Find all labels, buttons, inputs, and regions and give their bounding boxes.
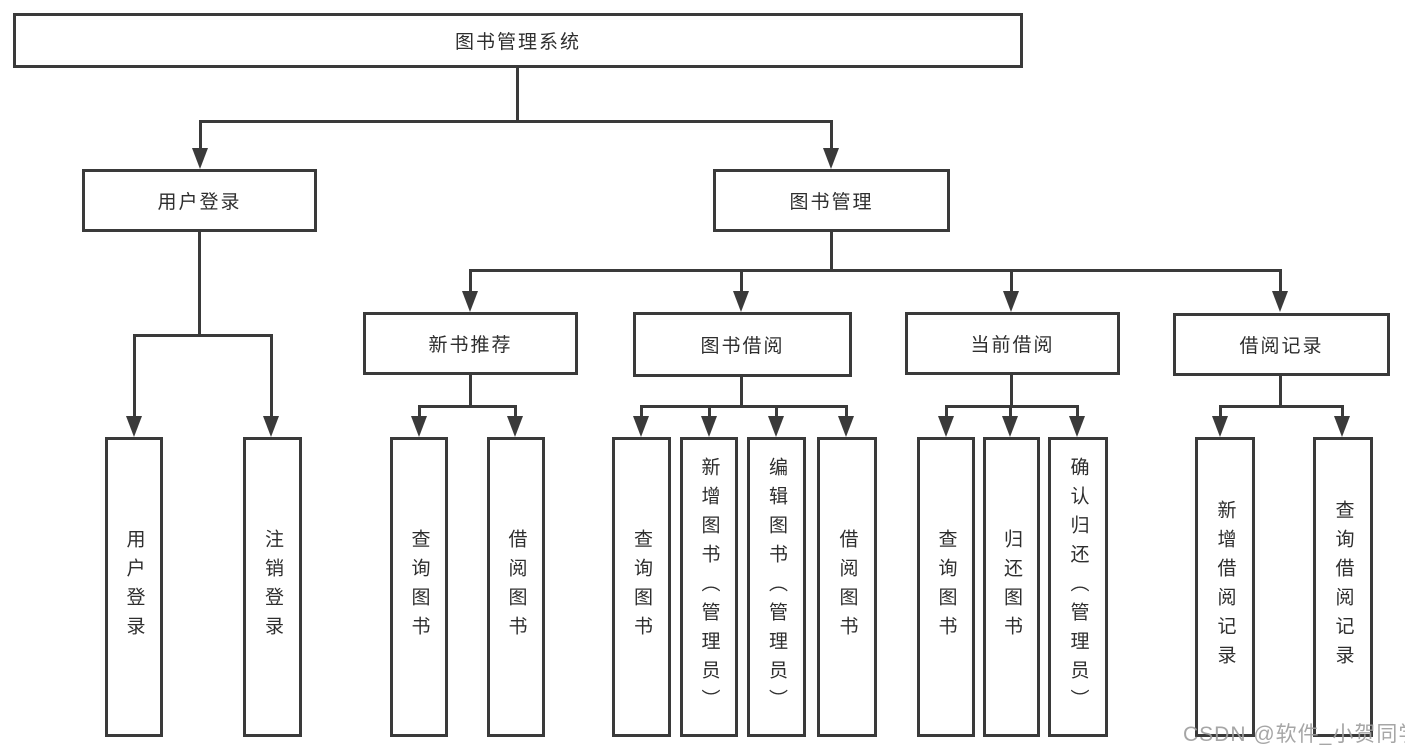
connector-line: [516, 68, 519, 122]
node-label: 图书管理系统: [454, 32, 581, 53]
leaf-query-borrow-record: 查询借阅记录: [1313, 437, 1373, 737]
leaf-label: 查询图书: [631, 529, 652, 645]
leaf-edit-books-admin: 编辑图书（管理员）: [747, 437, 806, 737]
node-label: 用户登录: [157, 192, 242, 213]
arrow-down-icon: [462, 291, 478, 312]
leaf-label: 注销登录: [262, 529, 283, 645]
connector-line: [1010, 375, 1013, 407]
arrow-down-icon: [1212, 416, 1228, 437]
arrow-down-icon: [1003, 291, 1019, 312]
connector-line: [1009, 405, 1012, 419]
connector-line: [270, 334, 273, 418]
leaf-label: 查询图书: [408, 529, 430, 645]
node-borrowing-records: 借阅记录: [1173, 313, 1390, 376]
connector-line: [1076, 405, 1079, 419]
arrow-down-icon: [192, 148, 208, 169]
connector-line: [740, 377, 743, 407]
connector-line: [775, 405, 778, 419]
connector-line: [133, 334, 136, 418]
arrow-down-icon: [1002, 416, 1018, 437]
arrow-down-icon: [507, 416, 523, 437]
node-label: 新书推荐: [428, 335, 513, 356]
connector-line: [945, 405, 948, 419]
leaf-label: 新增借阅记录: [1214, 500, 1236, 674]
connector-line: [1010, 269, 1013, 293]
connector-line: [708, 405, 711, 419]
connector-line: [514, 405, 517, 419]
leaf-label: 编辑图书（管理员）: [766, 456, 787, 718]
connector-line: [830, 120, 833, 151]
connector-line: [845, 405, 848, 419]
connector-line: [1341, 405, 1344, 419]
leaf-label: 归还图书: [1001, 529, 1022, 645]
connector-line: [199, 120, 202, 151]
connector-line: [469, 269, 1282, 272]
node-label: 借阅记录: [1239, 336, 1324, 357]
node-book-borrowing: 图书借阅: [633, 312, 852, 377]
leaf-query-books-3: 查询图书: [917, 437, 975, 737]
connector-line: [830, 232, 833, 272]
node-label: 图书管理: [789, 192, 874, 213]
connector-line: [198, 232, 201, 336]
node-current-borrowing: 当前借阅: [905, 312, 1120, 375]
node-book-management: 图书管理: [713, 169, 950, 232]
leaf-return-books: 归还图书: [983, 437, 1040, 737]
leaf-label: 查询图书: [935, 529, 957, 645]
leaf-borrow-books-2: 借阅图书: [817, 437, 877, 737]
connector-line: [1219, 405, 1222, 419]
arrow-down-icon: [733, 291, 749, 312]
node-library-management-system: 图书管理系统: [13, 13, 1023, 68]
connector-line: [640, 405, 643, 419]
connector-line: [740, 269, 743, 293]
leaf-label: 用户登录: [123, 529, 145, 645]
leaf-query-books-2: 查询图书: [612, 437, 671, 737]
arrow-down-icon: [768, 416, 784, 437]
leaf-query-books: 查询图书: [390, 437, 448, 737]
connector-line: [469, 375, 472, 407]
leaf-confirm-return-admin: 确认归还（管理员）: [1048, 437, 1108, 737]
connector-line: [199, 120, 833, 123]
leaf-label: 查询借阅记录: [1332, 500, 1354, 674]
connector-line: [469, 269, 472, 293]
leaf-label: 新增图书（管理员）: [698, 456, 720, 718]
node-label: 图书借阅: [700, 336, 785, 357]
connector-line: [1279, 376, 1282, 407]
leaf-borrow-books: 借阅图书: [487, 437, 545, 737]
connector-line: [640, 405, 847, 408]
leaf-logout: 注销登录: [243, 437, 302, 737]
leaf-label: 借阅图书: [836, 529, 858, 645]
leaf-label: 确认归还（管理员）: [1067, 456, 1089, 718]
arrow-down-icon: [1334, 416, 1350, 437]
leaf-add-borrow-record: 新增借阅记录: [1195, 437, 1255, 737]
arrow-down-icon: [823, 148, 839, 169]
arrow-down-icon: [126, 416, 142, 437]
csdn-watermark: CSDN @软件_小贺同学: [1183, 723, 1405, 746]
node-user-login: 用户登录: [82, 169, 317, 232]
connector-line: [1279, 269, 1282, 293]
arrow-down-icon: [938, 416, 954, 437]
leaf-label: 借阅图书: [505, 529, 527, 645]
arrow-down-icon: [1069, 416, 1085, 437]
arrow-down-icon: [701, 416, 717, 437]
arrow-down-icon: [838, 416, 854, 437]
connector-line: [1219, 405, 1343, 408]
connector-line: [418, 405, 421, 419]
node-new-book-recommendation: 新书推荐: [363, 312, 578, 375]
arrow-down-icon: [633, 416, 649, 437]
leaf-add-books-admin: 新增图书（管理员）: [680, 437, 738, 737]
leaf-user-login: 用户登录: [105, 437, 163, 737]
connector-line: [418, 405, 517, 408]
connector-line: [133, 334, 273, 337]
arrow-down-icon: [263, 416, 279, 437]
arrow-down-icon: [411, 416, 427, 437]
node-label: 当前借阅: [970, 335, 1055, 356]
arrow-down-icon: [1272, 291, 1288, 312]
